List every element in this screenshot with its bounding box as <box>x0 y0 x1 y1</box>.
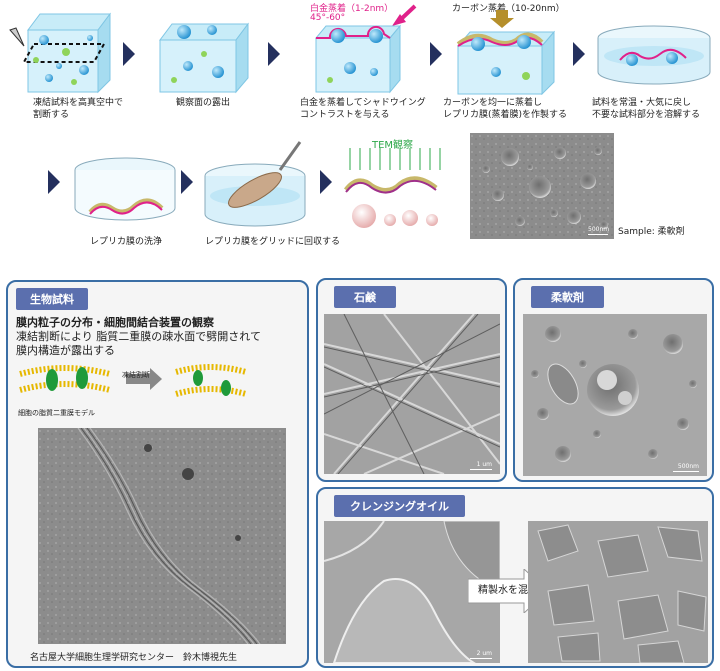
angle-label: 45°-60° <box>310 13 346 23</box>
grid-recovery-diagram <box>204 141 306 227</box>
freeze-fracture-cube-diagram <box>9 12 111 94</box>
bio-credit: 名古屋大学細胞生理学研究センター 鈴木博視先生 <box>30 653 238 663</box>
scale-bar: 500nm <box>673 463 699 472</box>
knife-icon <box>9 27 25 47</box>
bio-micrograph <box>38 428 286 644</box>
platinum-shadowing-diagram <box>314 4 417 94</box>
bio-description: 凍結割断により 脂質二重膜の疎水面で劈開されて 膜内構造が露出する <box>16 330 261 357</box>
tem-observation-diagram <box>344 148 441 228</box>
scale-bar: 1 um <box>470 461 492 470</box>
bio-heading: 膜内粒子の分布・細胞間結合装置の観察 <box>16 316 214 329</box>
lipid-bilayer-model <box>19 364 247 397</box>
bilayer-after-icon <box>175 364 247 397</box>
wash-dish-diagram <box>74 157 176 221</box>
cleansing-title: クレンジングオイル <box>334 495 465 517</box>
bio-panel: 生物試料 膜内粒子の分布・細胞間結合装置の観察 凍結割断により 脂質二重膜の疎水… <box>6 280 309 668</box>
flow-arrow-6 <box>181 170 193 194</box>
soap-micrograph: 1 um <box>324 314 500 474</box>
cleansing-panel: クレンジングオイル 2 um 精製水を混合 <box>316 487 714 668</box>
electron-beam-icon <box>349 148 441 170</box>
tem-label: TEM観察 <box>372 140 414 151</box>
step-3-caption: 白金を蒸着してシャドウイング コントラストを与える <box>300 98 426 120</box>
step-6-caption: レプリカ膜の洗浄 <box>90 237 163 247</box>
sample-label: Sample: 柔軟剤 <box>618 227 685 237</box>
flow-arrow-5 <box>48 170 60 194</box>
bilayer-model-label: 細胞の脂質二重膜モデル <box>18 409 95 417</box>
flow-arrow-4 <box>573 42 585 66</box>
process-arrow-icon <box>126 374 150 384</box>
freeze-fracture-arrow-label: 凍結割断 <box>122 371 150 379</box>
carbon-arrow-icon <box>490 10 514 28</box>
flow-arrow-7 <box>320 170 332 194</box>
softener-micrograph: 500nm <box>523 314 707 476</box>
dissolve-dish-diagram <box>597 25 711 85</box>
softener-panel: 柔軟剤 500nm <box>513 278 714 482</box>
tem-micrograph: 500nm <box>470 133 614 239</box>
flow-arrow-2 <box>268 42 280 66</box>
bilayer-before-icon <box>19 365 111 393</box>
step-2-caption: 観察面の露出 <box>176 98 231 108</box>
step-1-caption: 凍結試料を高真空中で 割断する <box>33 98 124 120</box>
flow-arrow-1 <box>123 42 135 66</box>
softener-title: 柔軟剤 <box>531 286 604 308</box>
soap-panel: 石鹸 1 um <box>316 278 507 482</box>
scale-bar: 500nm <box>588 226 610 235</box>
step-7-caption: レプリカ膜をグリッドに回収する <box>205 237 341 247</box>
bio-title: 生物試料 <box>16 288 88 310</box>
carbon-coating-diagram <box>456 10 556 95</box>
soap-title: 石鹸 <box>334 286 396 308</box>
step-5-caption: 試料を常温・大気に戻し 不要な試料部分を溶解する <box>592 98 701 120</box>
platinum-label: 白金蒸着（1-2nm） <box>310 4 394 14</box>
scale-bar: 2 um <box>470 650 492 659</box>
step-4-caption: カーボンを均一に蒸着し レプリカ膜(蒸着膜)を作製する <box>443 98 568 120</box>
exposed-surface-block <box>159 22 249 94</box>
flow-arrow-3 <box>430 42 442 66</box>
carbon-label: カーボン蒸着（10-20nm） <box>452 4 565 14</box>
mix-arrow-label: 精製水を混合 <box>478 585 538 596</box>
cleansing-after-micrograph <box>528 521 708 663</box>
